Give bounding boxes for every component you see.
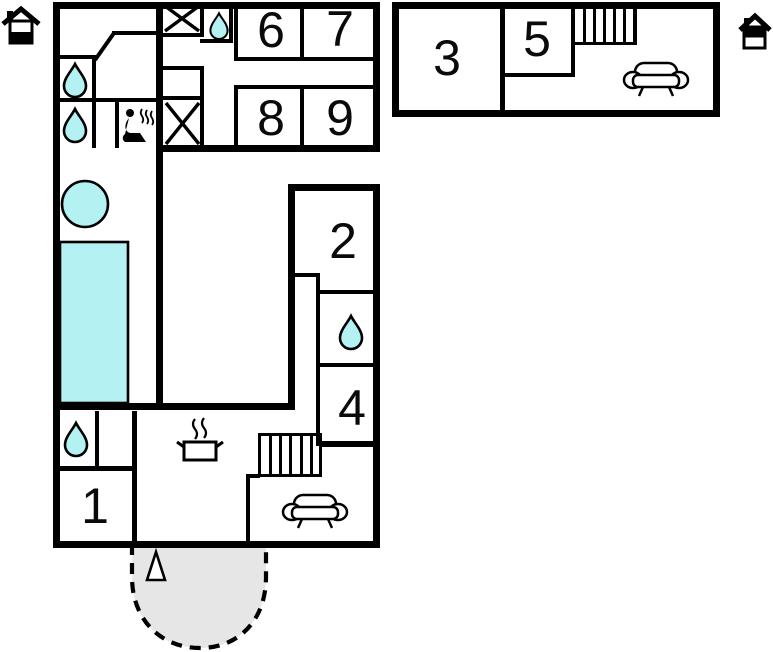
- wall-segment: [53, 2, 60, 548]
- wall-diagonal: [93, 31, 116, 62]
- water-drop-icon: [62, 61, 88, 99]
- wall-segment: [95, 411, 99, 469]
- wall-segment: [92, 98, 96, 148]
- wall-segment: [157, 145, 380, 152]
- wall-segment: [300, 85, 304, 148]
- water-drop-icon: [338, 313, 364, 351]
- room-label-6: 6: [257, 2, 285, 58]
- water-drop-icon: [63, 420, 89, 458]
- house-ground-floor-icon: [1, 5, 41, 45]
- sauna-person-icon: [122, 108, 155, 142]
- staircase-ground-floor: [258, 433, 322, 477]
- wall-segment: [373, 2, 380, 152]
- stair-step: [300, 433, 303, 477]
- wall-segment: [234, 2, 238, 61]
- entrance-arrow-icon: [145, 547, 167, 582]
- wall-segment: [163, 96, 204, 100]
- wall-segment: [163, 66, 204, 70]
- terrace-fill: [132, 544, 266, 648]
- wall-segment: [229, 2, 233, 43]
- wall-segment: [246, 474, 250, 542]
- wall-segment: [234, 85, 238, 148]
- wall-segment: [57, 466, 137, 471]
- wall-segment: [392, 2, 720, 9]
- stair-line: [258, 433, 261, 477]
- plunge-pool: [58, 240, 130, 405]
- water-drop-icon: [209, 11, 229, 41]
- sofa-icon: [281, 493, 349, 529]
- house-upper-floor-icon: [738, 12, 772, 50]
- wall-segment: [160, 33, 204, 37]
- wall-segment: [156, 2, 163, 410]
- wall-segment: [200, 66, 204, 148]
- room-label-1: 1: [81, 478, 109, 534]
- wall-segment: [234, 85, 380, 89]
- wall-segment: [500, 2, 505, 117]
- wall-segment: [200, 2, 204, 37]
- water-drop-icon: [62, 106, 88, 144]
- wall-segment: [53, 541, 380, 548]
- terrace-patio: [129, 544, 269, 651]
- wall-segment: [112, 31, 157, 35]
- wall-segment: [713, 2, 720, 117]
- stair-step: [310, 433, 313, 477]
- cooking-pot-icon: [176, 417, 224, 462]
- sofa-icon: [622, 61, 690, 97]
- wall-segment: [92, 55, 96, 102]
- stair-line: [633, 2, 637, 45]
- wall-segment: [288, 184, 295, 410]
- room-label-5: 5: [523, 11, 551, 67]
- stair-step: [613, 2, 616, 45]
- window-x-icon: [163, 4, 201, 33]
- wall-segment: [295, 273, 320, 277]
- wall-segment: [115, 98, 119, 148]
- wall-segment: [392, 110, 720, 117]
- room-label-2: 2: [329, 213, 357, 269]
- wall-segment: [300, 2, 304, 61]
- terrace-dashed-border: [129, 544, 269, 651]
- room-label-4: 4: [338, 380, 366, 436]
- staircase-upper-floor: [575, 2, 637, 45]
- stair-step: [623, 2, 626, 45]
- stair-step: [279, 433, 282, 477]
- room-label-8: 8: [257, 90, 285, 146]
- wall-segment: [132, 411, 137, 543]
- room-label-3: 3: [433, 30, 461, 86]
- wall-segment: [320, 290, 380, 294]
- stair-step: [289, 433, 292, 477]
- wall-segment: [288, 184, 380, 191]
- stair-step: [583, 2, 586, 45]
- wall-segment: [571, 2, 575, 77]
- stair-line: [319, 433, 322, 477]
- walls: [53, 2, 720, 548]
- room-label-9: 9: [326, 90, 354, 146]
- wall-segment: [502, 73, 575, 77]
- wall-segment: [316, 273, 320, 446]
- wall-segment: [53, 403, 295, 410]
- wall-segment: [200, 39, 233, 43]
- stair-step: [593, 2, 596, 45]
- wall-segment: [57, 98, 163, 102]
- round-tub-icon: [60, 179, 110, 229]
- wall-segment: [320, 363, 380, 367]
- wall-segment: [320, 441, 380, 447]
- stair-step: [269, 433, 272, 477]
- wall-segment: [246, 474, 260, 478]
- wall-segment: [53, 2, 380, 9]
- wall-segment: [234, 57, 380, 61]
- wall-segment: [57, 55, 96, 59]
- room-label-7: 7: [326, 1, 354, 57]
- wall-segment: [392, 2, 399, 117]
- window-x-icon: [164, 101, 201, 146]
- stair-step: [603, 2, 606, 45]
